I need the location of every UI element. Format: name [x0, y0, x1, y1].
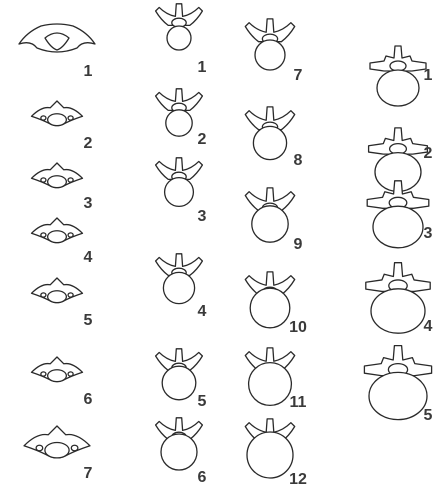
label-lumbar-1: 1: [424, 67, 433, 84]
vertebra-lumbar-5: [364, 346, 431, 420]
label-lumbar-5: 5: [424, 407, 433, 424]
label-thoracic-a-2: 2: [198, 131, 207, 148]
vertebra-cervical-7: [24, 426, 90, 458]
vertebra-cervical-5: [32, 278, 83, 303]
label-thoracic-a-4: 4: [198, 303, 207, 320]
label-lumbar-4: 4: [424, 318, 433, 335]
vertebra-lumbar-1: [370, 46, 426, 106]
vertebra-cervical-3: [32, 163, 83, 188]
vertebra-thoracic-b-11: [245, 348, 294, 406]
vertebra-lumbar-4: [366, 263, 430, 334]
vertebra-cervical-1: [19, 24, 95, 52]
label-thoracic-b-9: 9: [294, 236, 303, 253]
vertebra-thoracic-a-1: [156, 4, 203, 50]
label-thoracic-a-5: 5: [198, 393, 207, 410]
vertebra-cervical-2: [32, 101, 83, 126]
vertebra-lumbar-3: [367, 181, 429, 248]
vertebra-thoracic-b-10: [245, 272, 294, 328]
vertebra-thoracic-a-2: [156, 89, 203, 136]
vertebra-thoracic-a-3: [156, 158, 203, 207]
label-cervical-6: 6: [84, 391, 93, 408]
vertebra-thoracic-b-7: [245, 19, 294, 70]
vertebra-cervical-4: [32, 218, 83, 243]
label-cervical-4: 4: [84, 249, 93, 266]
label-thoracic-a-1: 1: [198, 59, 207, 76]
vertebra-cervical-6: [32, 357, 83, 382]
vertebra-thoracic-a-6: [156, 418, 203, 470]
vertebra-thoracic-a-4: [156, 254, 203, 304]
label-cervical-1: 1: [84, 63, 93, 80]
label-thoracic-a-6: 6: [198, 469, 207, 486]
label-thoracic-b-10: 10: [289, 319, 307, 336]
label-cervical-7: 7: [84, 465, 93, 482]
label-cervical-2: 2: [84, 135, 93, 152]
label-lumbar-2: 2: [424, 145, 433, 162]
vertebra-thoracic-a-5: [156, 349, 203, 400]
label-cervical-3: 3: [84, 195, 93, 212]
label-thoracic-a-3: 3: [198, 208, 207, 225]
vertebra-thoracic-b-9: [245, 188, 294, 242]
vertebra-thoracic-b-8: [245, 107, 294, 160]
label-thoracic-b-7: 7: [294, 67, 303, 84]
label-thoracic-b-11: 11: [290, 394, 307, 411]
label-thoracic-b-8: 8: [294, 152, 303, 169]
label-lumbar-3: 3: [424, 225, 433, 242]
vertebra-thoracic-b-12: [245, 419, 294, 478]
label-cervical-5: 5: [84, 312, 93, 329]
label-thoracic-b-12: 12: [289, 471, 307, 488]
